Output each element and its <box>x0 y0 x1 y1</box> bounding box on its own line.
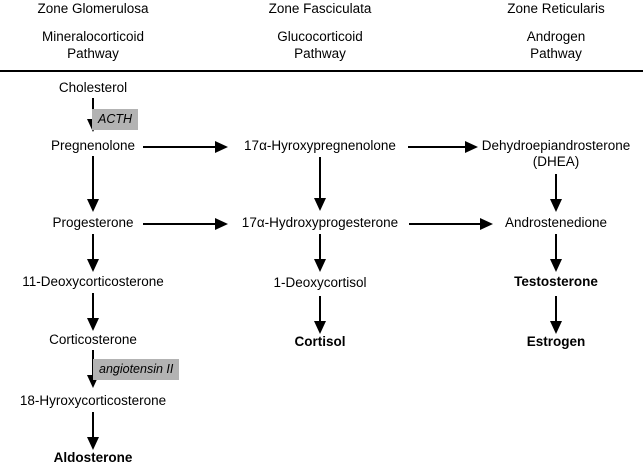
node-progesterone: Progesterone <box>52 215 134 230</box>
node-17a-hyroxypregnenolone: 17α-Hyroxypregnenolone <box>244 138 396 153</box>
node-11-deoxycorticosterone: 11-Deoxycorticosterone <box>22 274 164 289</box>
zone-title-reticularis: Zone Reticularis <box>507 1 605 16</box>
zone-pathway-fasciculata: Glucocorticoid Pathway <box>277 29 363 61</box>
node-18-hyroxycorticosterone: 18-Hyroxycorticosterone <box>19 393 167 408</box>
node-corticosterone: Corticosterone <box>49 332 137 347</box>
arrow-17a-hydroxyprogesterone-to-androstenedione <box>409 217 493 231</box>
node-pregnenolone: Pregnenolone <box>50 138 136 153</box>
arrow-17a-hyroxypregnenolone-to-17a-hydroxyprogesterone <box>313 157 327 211</box>
header-divider-rule <box>0 70 643 72</box>
node-dehydroepiandrosterone: Dehydroepiandrosterone (DHEA) <box>481 138 631 169</box>
arrow-18-hyroxycorticosterone-to-aldosterone <box>86 412 100 450</box>
node-estrogen: Estrogen <box>526 334 586 349</box>
arrow-progesterone-to-11-deoxycorticosterone <box>86 234 100 272</box>
arrow-dhea-to-androstenedione <box>549 174 563 212</box>
arrow-17a-hydroxyprogesterone-to-1-deoxycortisol <box>313 234 327 272</box>
arrow-11-deoxycorticosterone-to-corticosterone <box>86 293 100 331</box>
node-cholesterol: Cholesterol <box>58 80 128 95</box>
zone-pathway-glomerulosa: Mineralocorticoid Pathway <box>41 29 145 61</box>
arrow-pregnenolone-to-17a-hyroxypregnenolone <box>143 140 228 154</box>
zone-pathway-reticularis: Androgen Pathway <box>526 29 586 61</box>
arrow-progesterone-to-17a-hydroxyprogesterone <box>143 217 228 231</box>
node-androstenedione: Androstenedione <box>504 215 608 230</box>
arrow-17a-hyroxypregnenolone-to-dhea <box>408 140 478 154</box>
node-aldosterone: Aldosterone <box>53 450 133 465</box>
zone-title-glomerulosa: Zone Glomerulosa <box>37 1 149 16</box>
arrow-testosterone-to-estrogen <box>549 296 563 334</box>
regulator-chip-acth: ACTH <box>92 109 139 130</box>
arrow-pregnenolone-to-progesterone <box>86 156 100 212</box>
arrow-androstenedione-to-testosterone <box>549 234 563 272</box>
arrow-1-deoxycortisol-to-cortisol <box>313 296 327 334</box>
node-17a-hydroxyprogesterone: 17α-Hydroxyprogesterone <box>241 215 399 230</box>
node-cortisol: Cortisol <box>294 334 346 349</box>
regulator-chip-angiotensin-ii: angiotensin II <box>93 359 180 380</box>
zone-title-fasciculata: Zone Fasciculata <box>268 1 372 16</box>
node-testosterone: Testosterone <box>514 274 598 289</box>
node-1-deoxycortisol: 1-Deoxycortisol <box>273 275 367 290</box>
